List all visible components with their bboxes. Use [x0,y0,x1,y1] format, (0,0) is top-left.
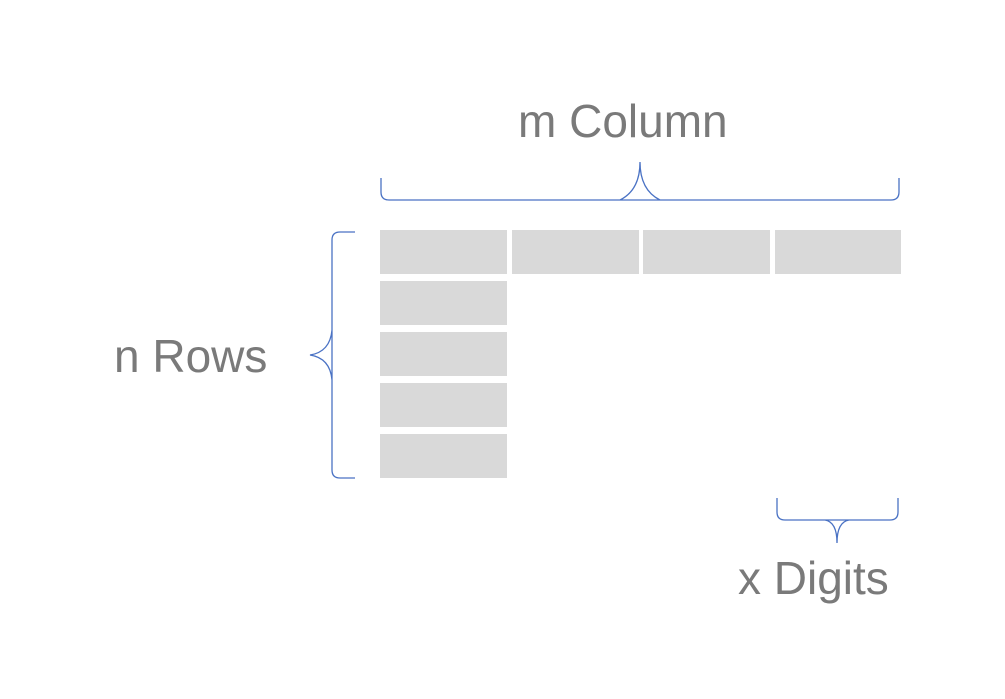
digits-brace [776,498,899,544]
rows-label: n Rows [114,330,268,382]
header-cell-4 [775,230,901,274]
header-cell-3 [643,230,770,274]
row-cell-4 [380,434,507,478]
digits-label: x Digits [738,552,889,604]
column-brace [380,161,900,201]
columns-label: m Column [518,95,728,147]
rows-brace [309,231,355,479]
header-cell-2 [512,230,639,274]
row-cell-2 [380,332,507,376]
row-cell-1 [380,281,507,325]
row-cell-3 [380,383,507,427]
header-cell-1 [380,230,507,274]
